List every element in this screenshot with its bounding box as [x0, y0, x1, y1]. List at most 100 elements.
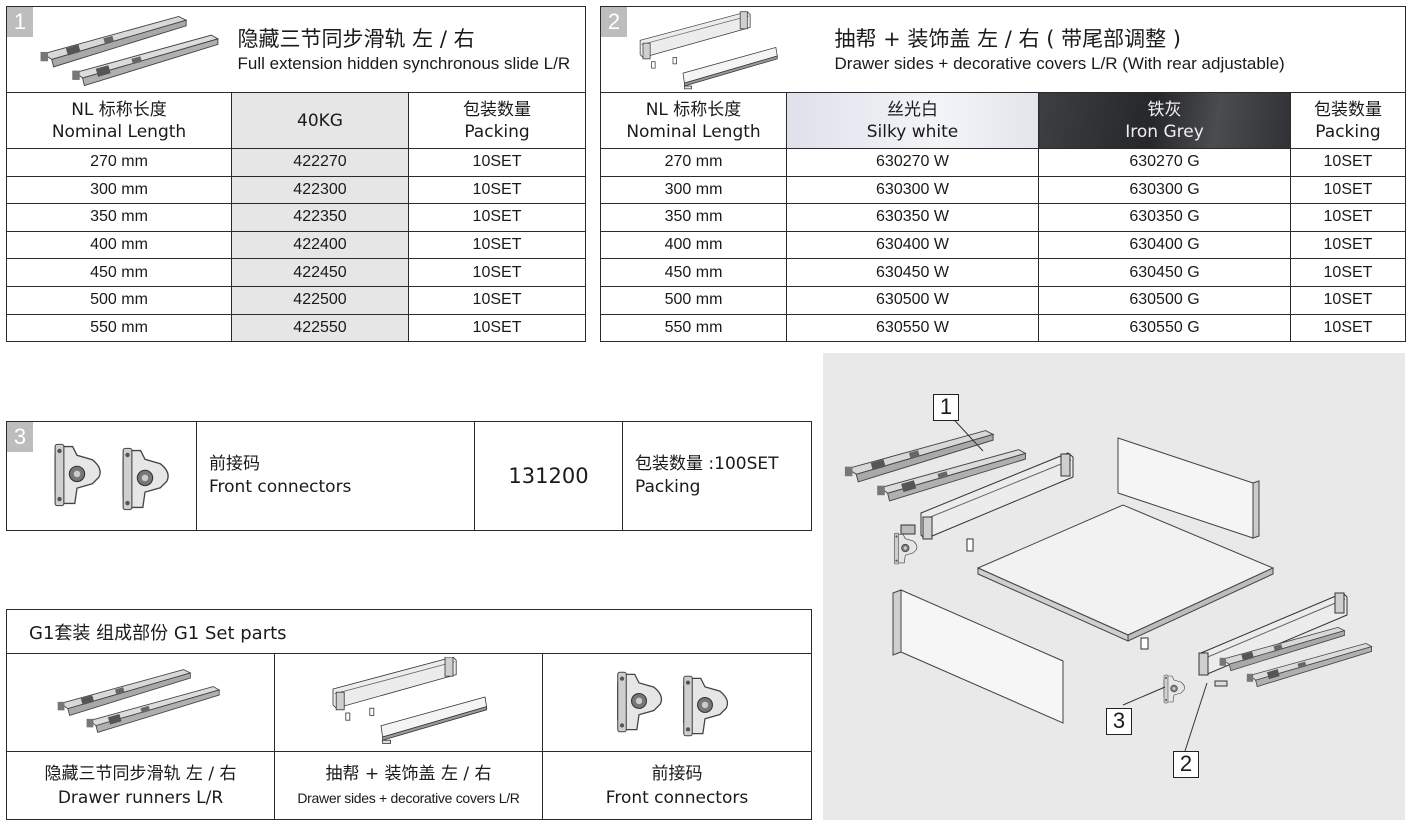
- cell-white: 630550 W: [786, 313, 1039, 343]
- cell-length: 500 mm: [6, 285, 232, 315]
- cell-packing: 10SET: [1290, 313, 1406, 343]
- set-part-image-connectors: [542, 653, 812, 752]
- set-part-cn: 隐藏三节同步滑轨 左 / 右: [44, 763, 237, 784]
- header-packing-en: Packing: [1315, 121, 1381, 142]
- cell-length: 270 mm: [600, 148, 787, 177]
- section2-title-cn: 抽帮 + 装饰盖 左 / 右 ( 带尾部调整 ): [834, 26, 1181, 51]
- set-part-image-runners: [6, 653, 275, 752]
- header-length-cn: NL 标称长度: [71, 99, 167, 120]
- cell-packing: 10SET: [1290, 285, 1406, 315]
- cell-grey: 630450 G: [1038, 258, 1291, 287]
- section2-title-cell: 抽帮 + 装饰盖 左 / 右 ( 带尾部调整 ) Drawer sides + …: [786, 6, 1406, 93]
- set-part-label-runners: 隐藏三节同步滑轨 左 / 右 Drawer runners L/R: [6, 751, 275, 820]
- cell-length: 450 mm: [600, 258, 787, 287]
- section2-header-silky-white: 丝光白 Silky white: [786, 92, 1039, 149]
- drawer-assembly-illustration: [844, 409, 1372, 752]
- section3-image-cell: 3: [6, 421, 197, 531]
- cell-grey: 630270 G: [1038, 148, 1291, 177]
- set-part-label-connectors: 前接码 Front connectors: [542, 751, 812, 820]
- drawer-side-icon: [639, 11, 778, 90]
- section1-title-en: Full extension hidden synchronous slide …: [237, 53, 571, 73]
- cell-code: 422270: [231, 148, 409, 177]
- cell-packing: 10SET: [407, 203, 587, 232]
- callout-label-3: 3: [1106, 708, 1132, 735]
- section3-name-cell: 前接码 Front connectors: [196, 421, 475, 531]
- set-part-cn: 抽帮 + 装饰盖 左 / 右: [325, 763, 492, 784]
- set-part-image-sides: [274, 653, 543, 752]
- front-connector-icon: [122, 447, 169, 511]
- set-part-en: Drawer sides + decorative covers L/R: [297, 789, 520, 806]
- set-part-en: Drawer runners L/R: [57, 787, 224, 808]
- cell-length: 400 mm: [6, 230, 232, 260]
- cell-packing: 10SET: [407, 258, 587, 287]
- section2-header-length: NL 标称长度 Nominal Length: [600, 92, 787, 149]
- set-part-en: Front connectors: [605, 787, 749, 808]
- cell-packing: 10SET: [407, 285, 587, 315]
- cell-packing: 10SET: [407, 313, 587, 343]
- header-grey-cn: 铁灰: [1147, 99, 1182, 120]
- cell-packing: 10SET: [407, 148, 587, 177]
- cell-packing: 10SET: [407, 175, 587, 205]
- header-packing-en: Packing: [464, 121, 530, 142]
- front-panel: [900, 589, 1064, 724]
- cell-length: 550 mm: [6, 313, 232, 343]
- cell-white: 630500 W: [786, 285, 1039, 315]
- section2-badge: 2: [601, 7, 627, 37]
- section2-header-iron-grey: 铁灰 Iron Grey: [1038, 92, 1291, 149]
- cell-white: 630270 W: [786, 148, 1039, 177]
- drawer-side-icon: [332, 656, 487, 744]
- header-white-en: Silky white: [866, 121, 959, 142]
- cell-length: 550 mm: [600, 313, 787, 343]
- cell-white: 630450 W: [786, 258, 1039, 287]
- front-connector-icon: [617, 671, 663, 733]
- cell-white: 630300 W: [786, 175, 1039, 205]
- header-white-cn: 丝光白: [887, 99, 938, 120]
- set-parts-title: G1套装 组成部份 G1 Set parts: [6, 609, 812, 654]
- cell-code: 422500: [231, 285, 409, 315]
- section2-table: 2 抽帮 + 装饰盖 左 / 右 ( 带尾部调整 ) Drawer sides …: [600, 6, 1406, 343]
- cell-code: 422400: [231, 230, 409, 260]
- cell-length: 500 mm: [600, 285, 787, 315]
- slide-rail-icon: [40, 16, 219, 86]
- section2-header-packing: 包装数量 Packing: [1290, 92, 1406, 149]
- cell-packing: 10SET: [407, 230, 587, 260]
- cell-grey: 630550 G: [1038, 313, 1291, 343]
- cell-packing: 10SET: [1290, 148, 1406, 177]
- section1-header-packing: 包装数量 Packing: [407, 92, 587, 149]
- header-length-en: Nominal Length: [51, 121, 187, 142]
- cell-grey: 630300 G: [1038, 175, 1291, 205]
- front-connector-icon: [683, 675, 729, 737]
- cell-length: 450 mm: [6, 258, 232, 287]
- front-connector-icon: [54, 443, 101, 507]
- header-length-en: Nominal Length: [626, 121, 761, 142]
- section1-title-cell: 隐藏三节同步滑轨 左 / 右 Full extension hidden syn…: [231, 6, 587, 93]
- exploded-drawer-diagram: 1 2 3: [823, 353, 1405, 820]
- cell-packing: 10SET: [1290, 203, 1406, 232]
- section3-name-en: Front connectors: [209, 477, 352, 497]
- header-packing-cn: 包装数量: [1314, 99, 1382, 120]
- cell-code: 422450: [231, 258, 409, 287]
- cell-grey: 630400 G: [1038, 230, 1291, 260]
- section1-title-cn: 隐藏三节同步滑轨 左 / 右: [237, 26, 475, 51]
- cell-white: 630350 W: [786, 203, 1039, 232]
- section2-image-cell: 2: [600, 6, 787, 93]
- section3-code: 131200: [474, 421, 623, 531]
- cell-packing: 10SET: [1290, 258, 1406, 287]
- cell-code: 422300: [231, 175, 409, 205]
- section1-image-cell: 1: [6, 6, 232, 93]
- section1-header-length: NL 标称长度 Nominal Length: [6, 92, 232, 149]
- section3-name-cn: 前接码: [209, 454, 260, 474]
- cell-length: 300 mm: [600, 175, 787, 205]
